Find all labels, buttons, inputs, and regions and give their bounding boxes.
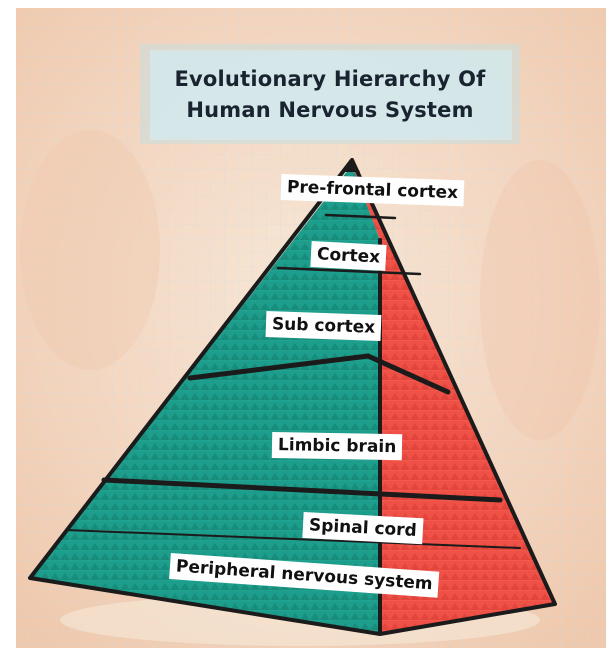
level-label-cortex: Cortex (310, 241, 386, 271)
level-label-limbic-brain: Limbic brain (272, 432, 403, 460)
title-line-1: Evolutionary Hierarchy Of (174, 64, 485, 95)
title-card: Evolutionary Hierarchy Of Human Nervous … (150, 52, 510, 138)
level-label-sub-cortex: Sub cortex (266, 311, 382, 341)
title-line-2: Human Nervous System (186, 95, 473, 126)
